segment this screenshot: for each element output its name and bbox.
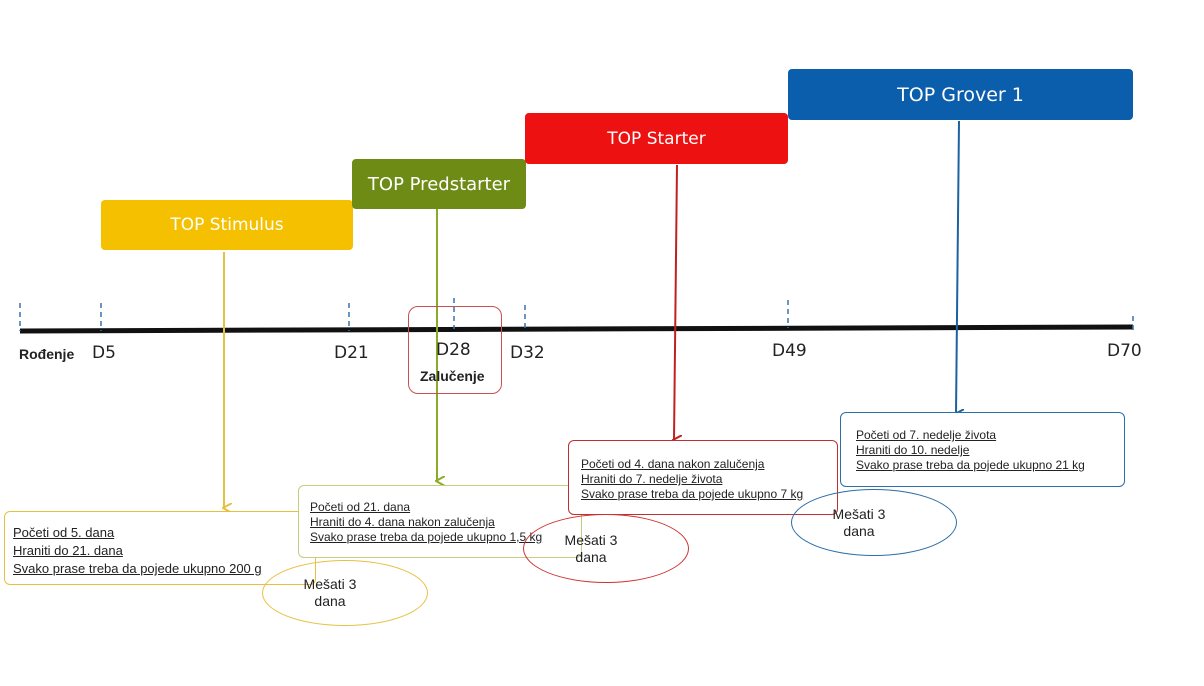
label-d49: D49 xyxy=(772,341,807,361)
instruction-line: Svako prase treba da pojede ukupno 7 kg xyxy=(581,487,804,501)
arrow-grover xyxy=(956,120,959,414)
instructions-starter: Početi od 4. dana nakon zalučenja Hranit… xyxy=(568,440,838,515)
instruction-line: Početi od 4. dana nakon zalučenja xyxy=(581,457,765,471)
weaning-label: Zalučenje xyxy=(420,368,485,384)
instruction-line: Početi od 5. dana xyxy=(13,525,115,540)
mix-note-stimulus: Mešati 3 dana xyxy=(262,560,428,626)
stage-top-grover-1: TOP Grover 1 xyxy=(788,69,1133,120)
instruction-line: Svako prase treba da pojede ukupno 21 kg xyxy=(856,458,1085,472)
label-d21: D21 xyxy=(334,343,369,363)
arrow-starter xyxy=(674,164,677,440)
label-d70: D70 xyxy=(1107,341,1142,361)
instruction-line: Hraniti do 10. nedelje xyxy=(856,443,970,457)
stage-label: TOP Starter xyxy=(607,128,706,149)
mix-note-starter: Mešati 3 dana xyxy=(523,514,689,583)
label-birth: Rođenje xyxy=(19,346,75,362)
instructions-grover: Početi od 7. nedelje života Hraniti do 1… xyxy=(840,412,1125,487)
instruction-line: Hraniti do 4. dana nakon zalučenja xyxy=(310,515,495,529)
weaning-marker xyxy=(408,306,502,394)
stage-top-predstarter: TOP Predstarter xyxy=(352,159,526,209)
stage-label: TOP Predstarter xyxy=(367,173,511,195)
instruction-line: Svako prase treba da pojede ukupno 1,5 k… xyxy=(310,530,543,544)
label-d28: D28 xyxy=(436,340,471,360)
instructions-predstarter: Početi od 21. dana Hraniti do 4. dana na… xyxy=(298,485,582,558)
timeline-ticks xyxy=(19,298,1134,334)
label-d5: D5 xyxy=(92,343,116,363)
stage-label: TOP Grover 1 xyxy=(897,83,1024,106)
instructions-stimulus: Početi od 5. dana Hraniti do 21. dana Sv… xyxy=(4,511,316,585)
timeline-axis xyxy=(19,324,1134,334)
label-d32: D32 xyxy=(510,343,545,363)
mix-note-grover: Mešati 3 dana xyxy=(791,489,957,556)
instruction-line: Hraniti do 7. nedelje života xyxy=(581,472,723,486)
instruction-line: Početi od 21. dana xyxy=(310,500,411,514)
stage-top-starter: TOP Starter xyxy=(525,113,788,164)
stage-top-stimulus: TOP Stimulus xyxy=(101,200,353,250)
instruction-line: Hraniti do 21. dana xyxy=(13,543,123,558)
stage-label: TOP Stimulus xyxy=(170,215,284,235)
instruction-line: Početi od 7. nedelje života xyxy=(856,428,997,442)
instruction-line: Svako prase treba da pojede ukupno 200 g xyxy=(13,561,262,576)
